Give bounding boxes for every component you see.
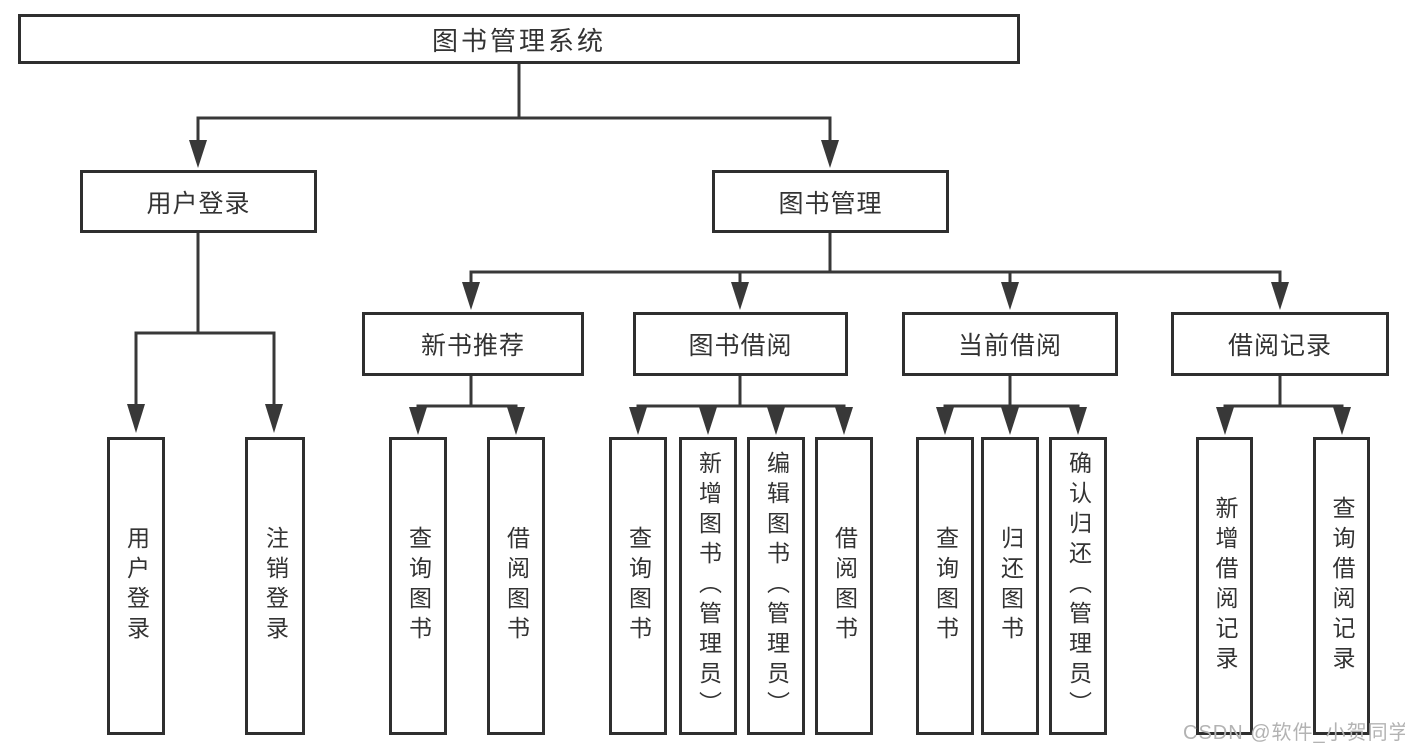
connector-current-borrow — [936, 376, 1087, 435]
leaf-add-borrow-record: 新增借阅记录 — [1196, 437, 1253, 735]
node-book-management: 图书管理 — [712, 170, 949, 233]
leaf-label: 查询借阅记录 — [1329, 496, 1355, 676]
node-book-borrow: 图书借阅 — [633, 312, 848, 376]
leaf-query-books-recommend: 查询图书 — [389, 437, 447, 735]
leaf-user-login: 用户登录 — [107, 437, 165, 735]
leaf-edit-books-admin: 编辑图书（管理员） — [747, 437, 805, 735]
leaf-label: 编辑图书（管理员） — [763, 451, 790, 721]
leaf-query-books-borrow: 查询图书 — [609, 437, 667, 735]
leaf-confirm-return-admin: 确认归还（管理员） — [1049, 437, 1107, 735]
leaf-return-books: 归还图书 — [981, 437, 1039, 735]
node-user-login: 用户登录 — [80, 170, 317, 233]
connector-borrow-records — [1216, 376, 1351, 435]
leaf-label: 注销登录 — [262, 526, 289, 646]
node-label: 图书借阅 — [688, 332, 793, 360]
connector-root — [189, 63, 839, 168]
leaf-label: 查询图书 — [625, 526, 652, 646]
leaf-label: 新增借阅记录 — [1212, 496, 1238, 676]
leaf-label: 借阅图书 — [831, 526, 858, 646]
node-label: 新书推荐 — [420, 332, 525, 360]
leaf-query-borrow-record: 查询借阅记录 — [1313, 437, 1370, 735]
node-root-system: 图书管理系统 — [18, 14, 1020, 64]
node-label: 图书管理 — [778, 189, 883, 218]
leaf-label: 查询图书 — [932, 526, 959, 646]
connector-user-login — [127, 233, 283, 433]
node-current-borrow: 当前借阅 — [902, 312, 1118, 376]
node-borrow-records: 借阅记录 — [1171, 312, 1389, 376]
csdn-watermark: CSDN @软件_小贺同学 — [1183, 722, 1405, 744]
leaf-label: 归还图书 — [997, 526, 1024, 646]
leaf-add-books-admin: 新增图书（管理员） — [679, 437, 737, 735]
leaf-label: 确认归还（管理员） — [1065, 451, 1092, 721]
node-label: 图书管理系统 — [431, 25, 606, 56]
node-label: 用户登录 — [146, 189, 251, 218]
leaf-logout: 注销登录 — [245, 437, 305, 735]
leaf-query-books-current: 查询图书 — [916, 437, 974, 735]
leaf-borrow-books: 借阅图书 — [815, 437, 873, 735]
leaf-label: 用户登录 — [123, 526, 150, 646]
node-label: 借阅记录 — [1227, 332, 1332, 360]
connector-book-management — [462, 233, 1289, 310]
node-new-book-recommend: 新书推荐 — [362, 312, 584, 376]
connector-book-borrow — [629, 376, 853, 435]
leaf-label: 查询图书 — [405, 526, 432, 646]
connector-new-book-recommend — [409, 376, 525, 435]
leaf-label: 借阅图书 — [503, 526, 530, 646]
leaf-borrow-books-recommend: 借阅图书 — [487, 437, 545, 735]
node-label: 当前借阅 — [957, 332, 1062, 360]
leaf-label: 新增图书（管理员） — [695, 451, 722, 721]
